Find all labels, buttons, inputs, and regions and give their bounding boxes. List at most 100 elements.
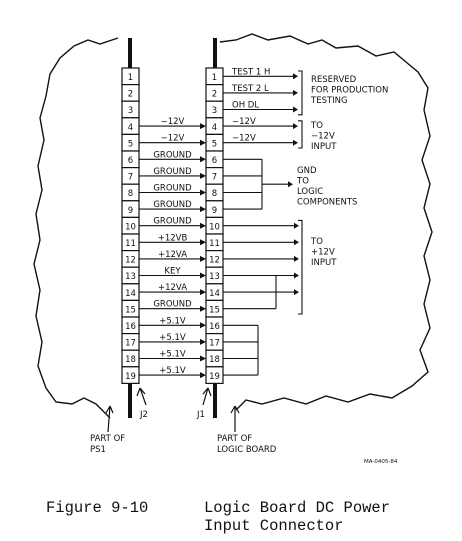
pos12-arrowhead xyxy=(294,255,299,262)
ps1-part-arrow xyxy=(105,405,114,433)
wire-label: +5.1V xyxy=(159,350,186,360)
gnd-label: GND xyxy=(297,166,317,176)
pos12-label: +12V xyxy=(311,248,335,258)
wire-label: +5.1V xyxy=(159,333,186,343)
wire-arrowhead xyxy=(200,139,206,146)
j1-pointer-arrow xyxy=(202,387,212,406)
j1-pin-number: 8 xyxy=(212,189,217,199)
ps1-pin-number: 15 xyxy=(125,305,136,315)
ps1-pin-number: 14 xyxy=(125,289,136,299)
ps1-pin-number: 11 xyxy=(125,239,136,249)
part-of-logic-line1: PART OF xyxy=(217,434,252,444)
wire-arrowhead xyxy=(200,372,206,379)
pos12-arrowhead xyxy=(294,289,299,296)
gnd-label: COMPONENTS xyxy=(297,198,357,208)
ps1-pin-number: 18 xyxy=(125,355,136,365)
pos12-bracket xyxy=(298,219,303,315)
ps1-pin-number: 9 xyxy=(128,206,133,216)
wire-label: −12V xyxy=(161,117,185,127)
ps1-pin-number: 12 xyxy=(125,256,136,266)
signal-label: TEST 2 L xyxy=(231,84,269,94)
neg12-label: −12V xyxy=(311,131,335,141)
j1-pin-number: 1 xyxy=(212,73,217,83)
ps1-pin-number: 16 xyxy=(125,322,136,332)
wire-label: +12VB xyxy=(158,233,188,243)
signal-arrowhead xyxy=(293,139,298,146)
ps1-pin-number: 6 xyxy=(128,156,133,166)
neg12-bracket xyxy=(298,120,303,149)
logic-part-arrow xyxy=(230,405,240,432)
j2-label: J2 xyxy=(139,410,148,420)
j1-pin-number: 5 xyxy=(212,139,217,149)
ps1-pin-number: 5 xyxy=(128,139,133,149)
wire-label: +5.1V xyxy=(159,316,186,326)
wire-arrowhead xyxy=(200,222,206,229)
signal-arrowhead xyxy=(293,89,298,96)
part-of-logic-line2: LOGIC BOARD xyxy=(217,445,277,455)
j1-pin-number: 7 xyxy=(212,173,217,183)
wire-arrowhead xyxy=(200,338,206,345)
pos12-arrowhead xyxy=(294,222,299,229)
j2-pointer-arrow xyxy=(136,387,147,406)
ground-arrowhead xyxy=(288,181,293,188)
signal-arrowhead xyxy=(293,73,298,80)
ps1-pin-number: 2 xyxy=(128,90,133,100)
wire-label: GROUND xyxy=(153,200,192,210)
pos12-label: TO xyxy=(310,237,323,247)
j1-pin-number: 12 xyxy=(209,256,220,266)
j1-pin-number: 9 xyxy=(212,206,217,216)
signal-label: −12V xyxy=(232,117,256,127)
ps1-pin-number: 1 xyxy=(128,73,133,83)
signal-arrowhead xyxy=(293,123,298,130)
wire-label: GROUND xyxy=(153,300,192,310)
logic-board-outline xyxy=(219,33,433,411)
wire-label: +12VA xyxy=(158,250,187,260)
ps1-pin-number: 17 xyxy=(125,339,136,349)
wire-arrowhead xyxy=(200,272,206,279)
wire-arrowhead xyxy=(200,305,206,312)
pos12-label: INPUT xyxy=(311,258,337,268)
gnd-label: TO xyxy=(296,177,309,187)
reserved-bracket xyxy=(298,70,303,116)
wire-label: +12VA xyxy=(158,283,187,293)
part-of-ps1-line1: PART OF xyxy=(90,434,125,444)
wire-arrowhead xyxy=(200,206,206,213)
wire-arrowhead xyxy=(200,355,206,362)
ps1-pin-number: 3 xyxy=(128,106,133,116)
wire-arrowhead xyxy=(200,322,206,329)
j1-pin-number: 14 xyxy=(209,289,220,299)
wire-arrowhead xyxy=(200,255,206,262)
signal-label: OH DL xyxy=(232,101,259,111)
wire-label: GROUND xyxy=(153,167,192,177)
figure-title-line1: Logic Board DC Power xyxy=(204,499,391,517)
ps1-pin-number: 8 xyxy=(128,189,133,199)
j1-pin-number: 19 xyxy=(209,372,220,382)
reserved-label: RESERVED xyxy=(311,75,357,85)
j1-pin-number: 16 xyxy=(209,322,220,332)
wire-label: GROUND xyxy=(153,184,192,194)
ps1-board-outline xyxy=(33,37,119,419)
ps1-pin-number: 10 xyxy=(125,222,136,232)
ps1-pin-number: 7 xyxy=(128,173,133,183)
ps1-pin-number: 4 xyxy=(128,123,133,133)
j1-pin-number: 13 xyxy=(209,272,220,282)
j1-pin-number: 6 xyxy=(212,156,217,166)
figure-number: Figure 9-10 xyxy=(46,499,149,517)
j1-pin-number: 10 xyxy=(209,222,220,232)
j1-pin-number: 15 xyxy=(209,305,220,315)
signal-label: TEST 1 H xyxy=(231,67,270,77)
reserved-label: TESTING xyxy=(310,96,348,106)
wire-arrowhead xyxy=(200,239,206,246)
j1-pin-number: 2 xyxy=(212,90,217,100)
wire-arrowhead xyxy=(200,156,206,163)
wire-arrowhead xyxy=(200,172,206,179)
signal-arrowhead xyxy=(293,106,298,113)
neg12-label: TO xyxy=(310,121,323,131)
neg12-label: INPUT xyxy=(311,142,337,152)
wire-label: GROUND xyxy=(153,217,192,227)
j1-pin-number: 18 xyxy=(209,355,220,365)
pos12-arrowhead xyxy=(294,272,299,279)
wire-label: KEY xyxy=(164,267,181,277)
